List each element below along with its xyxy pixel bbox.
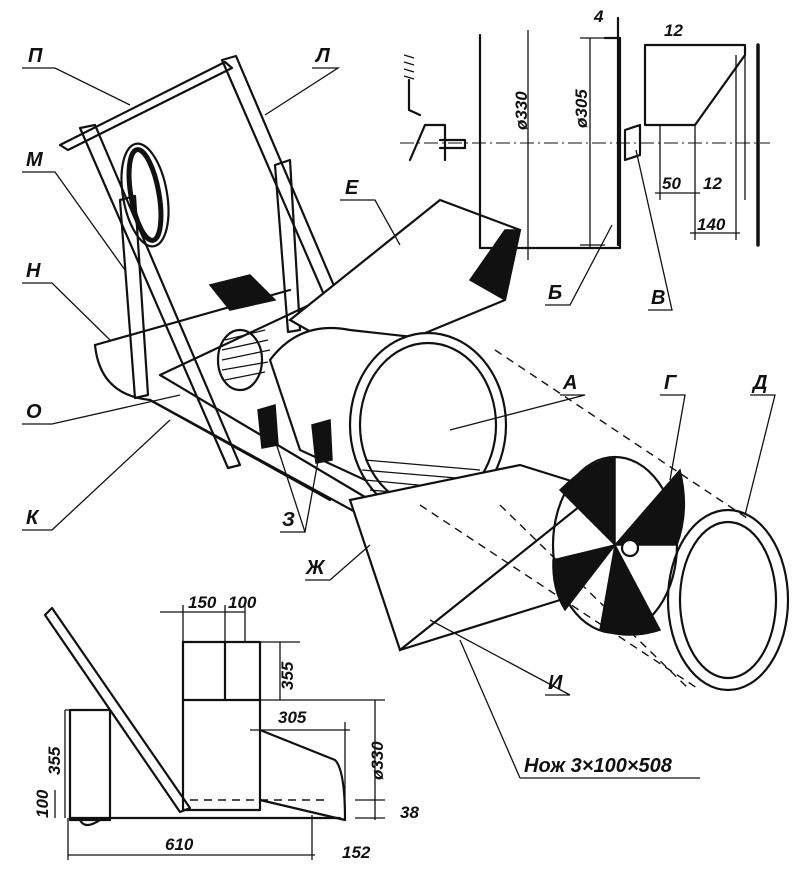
dim-150: 150 <box>188 593 217 612</box>
dim-wall: 4 <box>593 7 604 26</box>
chute <box>348 349 751 691</box>
dim-width-140: 140 <box>697 215 726 234</box>
dim-flange-top: 12 <box>664 21 683 40</box>
label-K: К <box>26 507 40 529</box>
label-O: О <box>26 401 42 423</box>
dim-152: 152 <box>342 843 371 862</box>
dim-outer-diameter: ø330 <box>512 91 531 130</box>
side-view-dimensions: 150 100 355 305 ø330 355 100 610 152 38 <box>33 593 419 862</box>
dim-width-50: 50 <box>662 174 681 193</box>
top-view-dimensions: 4 12 ø330 ø305 50 12 140 <box>512 7 726 234</box>
ring-flange <box>666 508 790 692</box>
dim-100-side: 100 <box>33 789 52 818</box>
dim-610: 610 <box>165 835 194 854</box>
dim-38: 38 <box>400 803 419 822</box>
label-N: Н <box>26 260 41 282</box>
rotor <box>551 455 686 636</box>
side-view <box>43 605 385 860</box>
label-D: Д <box>751 372 767 394</box>
dim-355-hopper: 355 <box>278 661 297 690</box>
label-knife: Нож 3×100×508 <box>524 755 673 777</box>
label-I: И <box>548 672 563 694</box>
dim-inner-diameter: ø305 <box>572 89 591 128</box>
dim-d330: ø330 <box>368 741 387 780</box>
dim-355-frame: 355 <box>45 746 64 775</box>
top-view <box>400 16 770 260</box>
label-P: П <box>28 45 43 67</box>
label-M: М <box>26 149 44 171</box>
label-L: Л <box>314 45 331 67</box>
label-A: А <box>562 372 577 394</box>
motor <box>208 274 277 392</box>
label-G: Г <box>664 372 678 394</box>
label-E: Е <box>345 177 359 199</box>
part-labels: П Л М Н О К Е З Ж А Г Д Б В И Нож 3×100×… <box>26 45 767 777</box>
leader-lines <box>22 67 776 779</box>
dim-100-top: 100 <box>228 593 257 612</box>
dim-305: 305 <box>278 708 307 727</box>
label-Z: З <box>282 509 295 531</box>
label-V: В <box>651 287 665 309</box>
label-B: Б <box>548 282 562 304</box>
label-Zh: Ж <box>305 557 326 579</box>
dim-flange-right: 12 <box>703 174 722 193</box>
